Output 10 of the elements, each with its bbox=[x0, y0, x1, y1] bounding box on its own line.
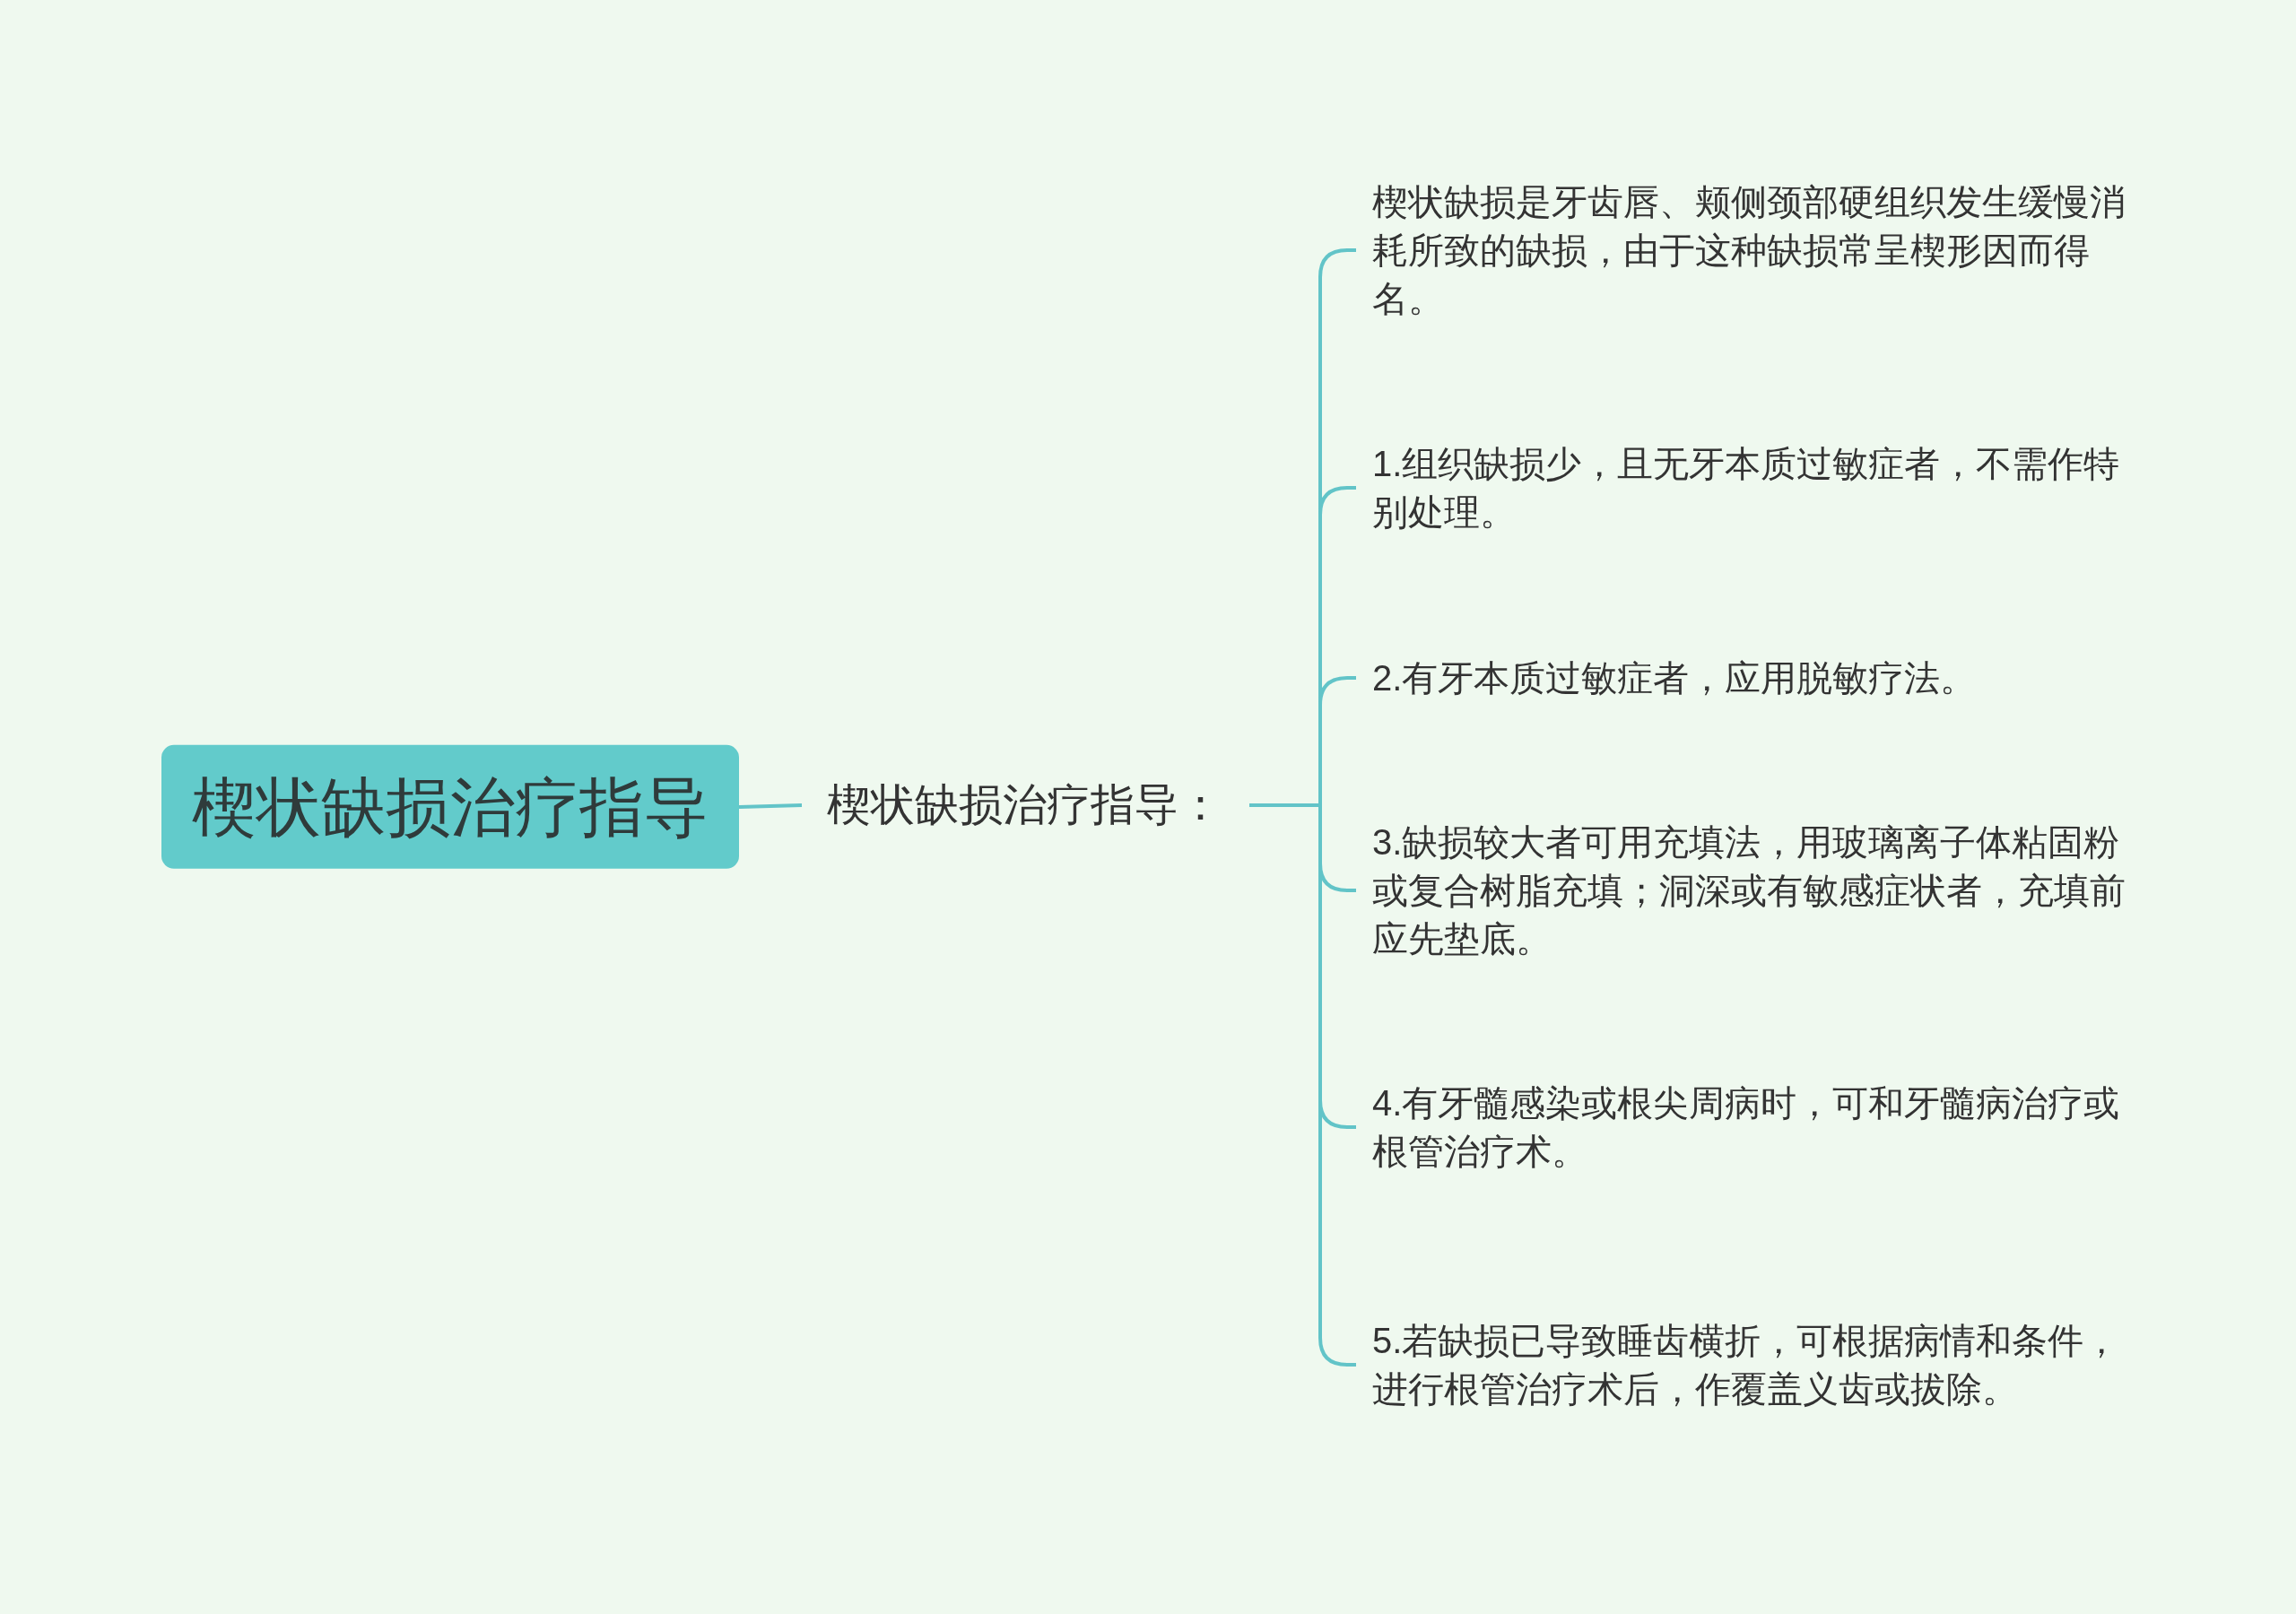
subtopic-text: 楔状缺损治疗指导： bbox=[827, 772, 1222, 838]
detail-text: 楔状缺损是牙齿唇、颊侧颈部硬组织发生缓慢消耗所致的缺损，由于这种缺损常呈楔形因而得名。 bbox=[1372, 178, 2144, 323]
topic-box: 楔状缺损治疗指导 bbox=[161, 744, 739, 870]
detail-text: 1.组织缺损少，且无牙本质过敏症者，不需作特别处理。 bbox=[1372, 439, 2144, 536]
detail-text: 5.若缺损已导致睡齿横折，可根据病情和条件，进行根管治疗术后，作覆盖义齿或拔除。 bbox=[1372, 1316, 2144, 1413]
detail-text: 3.缺损较大者可用充填法，用玻璃离子体粘固粉或复合树脂充填；洞深或有敏感症状者，充填前应先垫底。 bbox=[1372, 818, 2144, 963]
detail-text: 2.有牙本质过敏症者，应用脱敏疗法。 bbox=[1372, 654, 2144, 702]
detail-text: 4.有牙髓感染或根尖周病时，可和牙髓病治疗或根管治疗术。 bbox=[1372, 1079, 2144, 1176]
connector-line bbox=[1249, 803, 1356, 1367]
connector-line bbox=[738, 803, 803, 809]
